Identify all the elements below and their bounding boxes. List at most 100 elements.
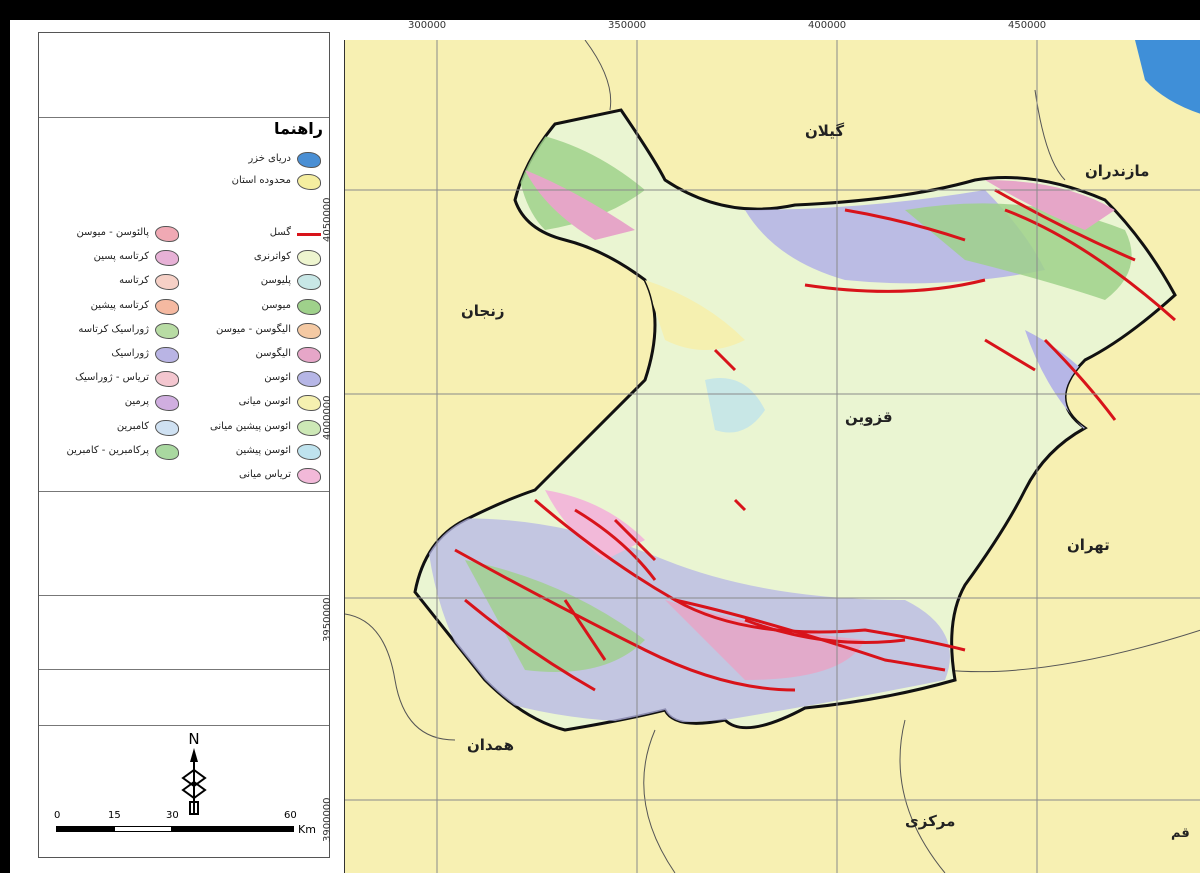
- unit-swatch: [297, 298, 321, 315]
- scale-unit: Km: [298, 823, 316, 836]
- unit-swatch: [297, 322, 321, 339]
- scale-bar: 0 15 30 60 Km: [54, 810, 316, 850]
- legend-item: الیگوسن: [185, 346, 321, 364]
- coordinate-grid: [345, 40, 1200, 873]
- unit-swatch: [297, 250, 321, 267]
- legend-item: تریاس میانی: [185, 467, 321, 485]
- scale-tick: 30: [166, 810, 179, 821]
- legend-label: الیگوسن: [255, 348, 291, 359]
- legend-divider: [39, 491, 329, 492]
- fault-line-swatch: [297, 233, 321, 236]
- unit-swatch: [155, 371, 179, 388]
- unit-swatch: [297, 371, 321, 388]
- unit-swatch: [297, 395, 321, 412]
- legend-item: ائوسن: [185, 370, 321, 388]
- compass-rose-icon: [181, 748, 207, 815]
- unit-swatch: [155, 443, 179, 460]
- legend-item: ائوسن پیشین: [185, 443, 321, 461]
- legend-title: راهنما: [273, 119, 323, 138]
- legend-item: پلیوسن: [185, 273, 321, 291]
- label-mazandaran: مازندران: [1085, 162, 1150, 180]
- unit-swatch: [155, 347, 179, 363]
- legend-divider: [39, 595, 329, 596]
- legend-item: کامبرین: [41, 419, 179, 437]
- grid-y-label: 3950000: [322, 597, 333, 642]
- geology-map[interactable]: [345, 40, 1200, 873]
- legend-label: پالئوسن - میوسن: [76, 227, 149, 238]
- legend-item: کرتاسه پیشین: [41, 298, 179, 316]
- legend-label: کرتاسه: [119, 275, 149, 287]
- unit-swatch: [155, 274, 179, 291]
- legend-item: گسل: [185, 225, 321, 243]
- legend-item-province: محدوده استان: [171, 173, 321, 191]
- unit-swatch: [155, 322, 179, 339]
- legend-item: پرکامبرین - کامبرین: [41, 443, 179, 461]
- legend-label: دریای خزر: [248, 153, 291, 164]
- caspian-sea: [1135, 40, 1200, 114]
- unit-swatch: [155, 226, 179, 242]
- unit-swatch: [155, 298, 179, 315]
- legend-label: الیگوسن - میوسن: [215, 323, 291, 335]
- legend-label: ژوراسیک: [111, 348, 149, 359]
- grid-x-label: 450000: [1008, 20, 1047, 31]
- scale-segment: [56, 826, 114, 832]
- label-markazi: مرکزی: [905, 812, 956, 830]
- legend-label: تریاس - ژوراسیک: [75, 372, 149, 384]
- legend-label: میوسن: [261, 299, 291, 311]
- label-qom: قم: [1171, 826, 1190, 841]
- legend-item: پالئوسن - میوسن: [41, 225, 179, 243]
- legend-item: الیگوسن - میوسن: [185, 322, 321, 340]
- legend-label: ژوراسیک کرتاسه: [78, 323, 149, 335]
- north-label: N: [188, 730, 200, 748]
- legend-label: کامبرین: [116, 420, 149, 432]
- label-gilan: گیلان: [805, 122, 845, 140]
- legend-item: کرتاسه: [41, 273, 179, 291]
- fault-lines: [454, 188, 1176, 692]
- grid-y-label: 3900000: [322, 797, 333, 842]
- qazvin-province[interactable]: [413, 108, 1177, 732]
- grid-x-label: 350000: [608, 20, 647, 31]
- legend-label: پرکامبرین - کامبرین: [66, 444, 149, 456]
- legend-item: کرتاسه پسین: [41, 249, 179, 267]
- legend-label: پرمین: [124, 396, 149, 408]
- label-zanjan: زنجان: [461, 302, 505, 320]
- unit-swatch: [155, 419, 179, 436]
- scale-segment: [114, 826, 172, 832]
- grid-y-label: 4050000: [322, 197, 333, 242]
- map-area[interactable]: گیلان مازندران زنجان قزوین تهران همدان م…: [344, 40, 1200, 873]
- legend-label: گسل: [269, 227, 291, 238]
- legend-divider: [39, 669, 329, 670]
- north-arrow: N: [180, 730, 208, 822]
- province-swatch: [297, 174, 321, 190]
- scale-tick: 60: [284, 810, 297, 821]
- legend-item: ائوسن میانی: [185, 394, 321, 412]
- legend-item: تریاس - ژوراسیک: [41, 370, 179, 388]
- province-borders: [345, 40, 1200, 873]
- grid-x-label: 400000: [808, 20, 847, 31]
- label-qazvin: قزوین: [845, 408, 893, 426]
- grid-y-label: 4000000: [322, 395, 333, 440]
- unit-swatch: [155, 250, 179, 267]
- scale-segment: [172, 826, 294, 832]
- scale-tick: 0: [54, 810, 61, 821]
- legend-divider: [39, 117, 329, 118]
- scale-tick: 15: [108, 810, 121, 821]
- legend-divider: [39, 725, 329, 726]
- legend-label: محدوده استان: [231, 175, 291, 186]
- legend-item: ائوسن پیشین میانی: [185, 419, 321, 437]
- unit-swatch: [297, 468, 321, 484]
- unit-swatch: [297, 443, 321, 460]
- legend-label: ائوسن: [264, 372, 291, 384]
- legend-item: پرمین: [41, 394, 179, 412]
- legend-item: میوسن: [185, 298, 321, 316]
- unit-swatch: [297, 347, 321, 363]
- legend-label: ائوسن پیشین: [235, 444, 291, 456]
- unit-swatch: [297, 274, 321, 291]
- legend-label: تریاس میانی: [238, 469, 291, 480]
- label-tehran: تهران: [1067, 536, 1110, 554]
- unit-swatch: [297, 419, 321, 436]
- legend-label: کرتاسه پیشین: [90, 299, 149, 311]
- caspian-swatch: [297, 152, 321, 168]
